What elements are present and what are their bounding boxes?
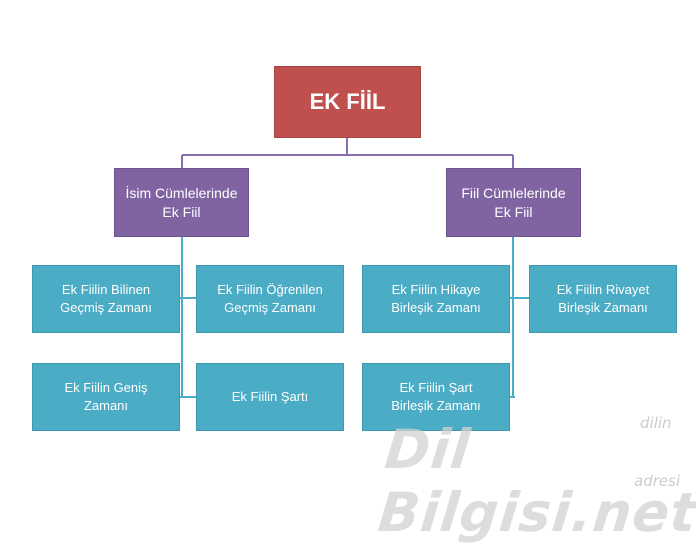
watermark-tagline-bottom: adresi [634, 472, 681, 490]
connector-lines [180, 138, 530, 398]
leaf-node-ogrenilen-gecmis: Ek Fiilin Öğrenilen Geçmiş Zamanı [196, 265, 344, 333]
leaf-node-bilinen-gecmis: Ek Fiilin Bilinen Geçmiş Zamanı [32, 265, 180, 333]
branch-node-isim-cumlelerinde: İsim Cümlelerinde Ek Fiil [114, 168, 249, 237]
concept-diagram: EK FİİL İsim Cümlelerinde Ek Fiil Fiil C… [32, 66, 696, 544]
leaf-node-sart-birlesik: Ek Fiilin Şart Birleşik Zamanı [362, 363, 510, 431]
branch-node-fiil-cumlelerinde: Fiil Cümlelerinde Ek Fiil [446, 168, 581, 237]
leaf-node-rivayet-birlesik: Ek Fiilin Rivayet Birleşik Zamanı [529, 265, 677, 333]
leaf-node-genis-zaman: Ek Fiilin Geniş Zamanı [32, 363, 180, 431]
root-node: EK FİİL [274, 66, 421, 138]
leaf-node-hikaye-birlesik: Ek Fiilin Hikaye Birleşik Zamanı [362, 265, 510, 333]
leaf-node-sart: Ek Fiilin Şartı [196, 363, 344, 431]
watermark-tagline-top: dilin [640, 414, 672, 432]
